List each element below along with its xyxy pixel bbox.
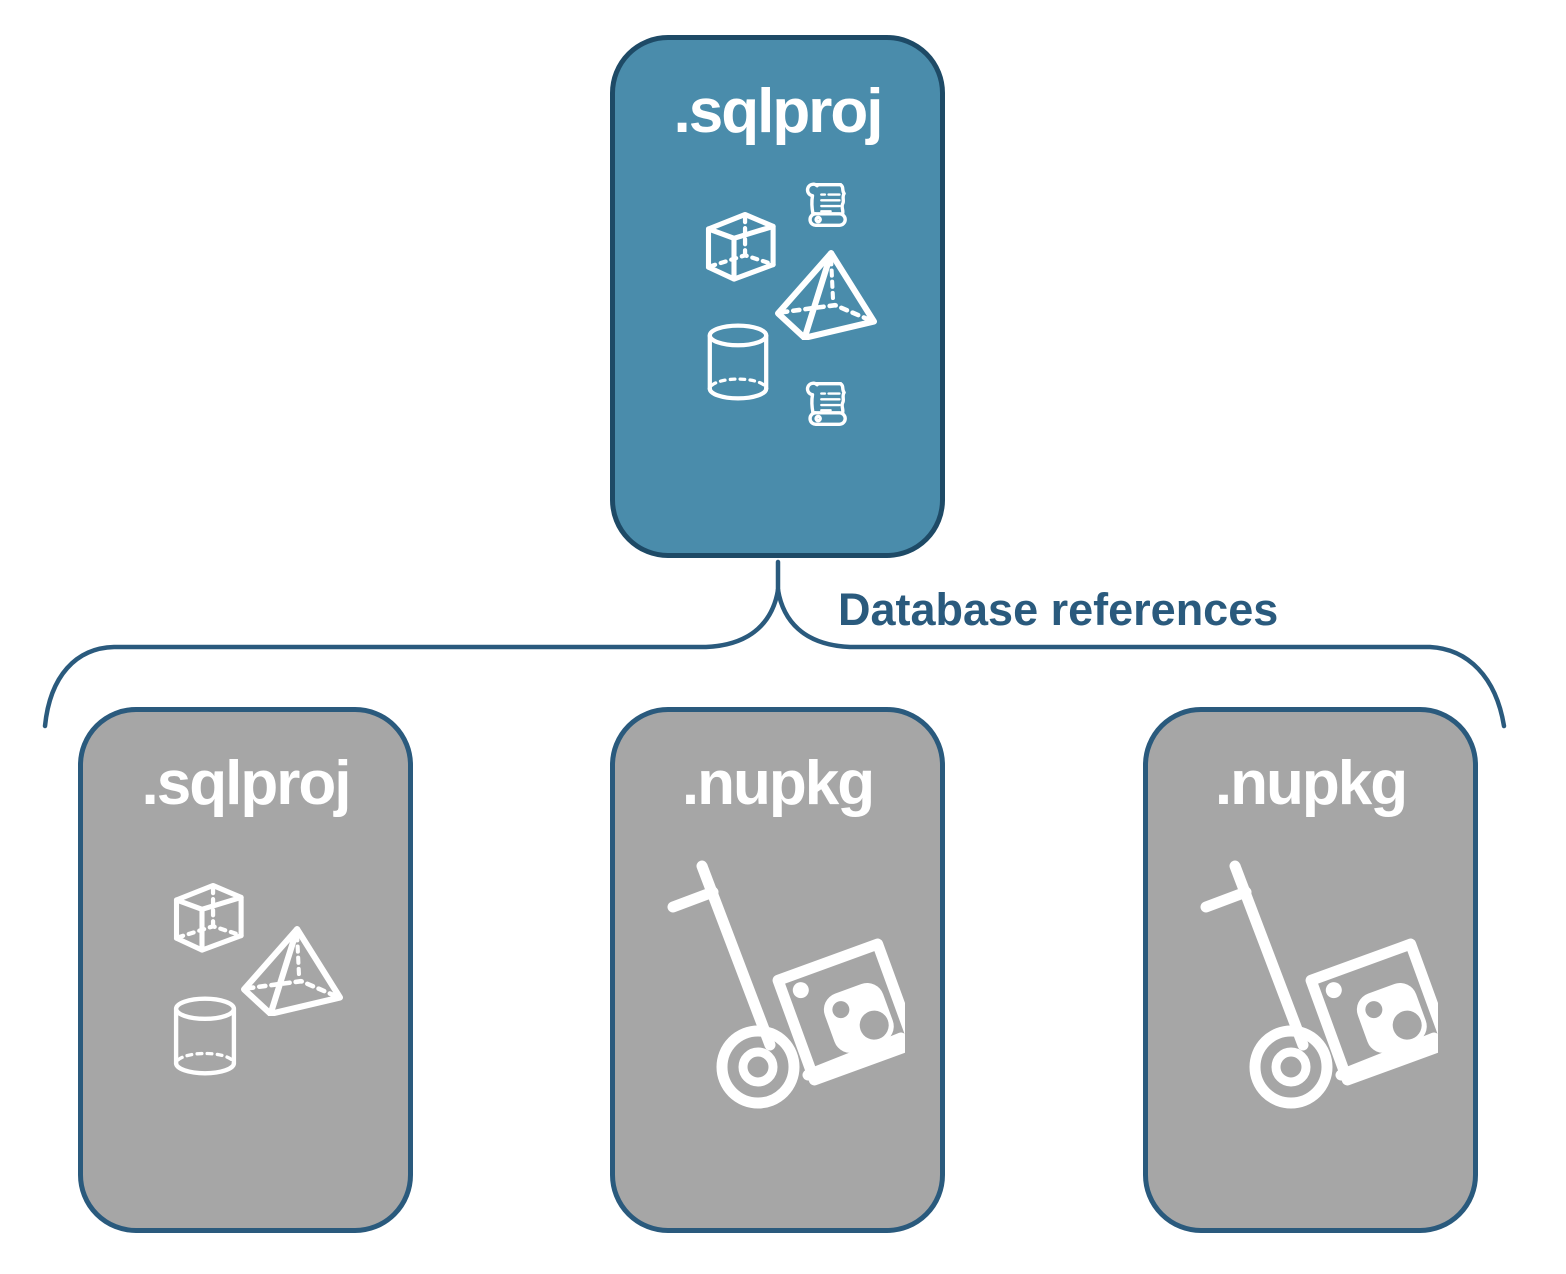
cylinder-icon bbox=[171, 996, 239, 1078]
handtruck-package-icon bbox=[1178, 855, 1438, 1155]
node-label: .sqlproj bbox=[141, 749, 352, 818]
node-label: .nupkg bbox=[681, 749, 875, 818]
handtruck-package-icon bbox=[645, 855, 905, 1155]
node-label: .nupkg bbox=[1214, 749, 1408, 818]
connector-label: Database references bbox=[838, 584, 1279, 635]
node-child-nupkg: .nupkg bbox=[610, 707, 945, 1233]
node-label: .sqlproj bbox=[673, 77, 884, 146]
node-root-sqlproj: .sqlproj bbox=[610, 35, 945, 558]
pyramid-icon bbox=[775, 250, 877, 340]
node-child-nupkg: .nupkg bbox=[1143, 707, 1478, 1233]
node-child-sqlproj: .sqlproj bbox=[78, 707, 413, 1233]
scroll-icon bbox=[801, 178, 853, 232]
scroll-icon bbox=[801, 378, 853, 430]
cube-icon bbox=[700, 205, 785, 292]
pyramid-icon bbox=[241, 926, 343, 1016]
cylinder-icon bbox=[705, 323, 771, 403]
